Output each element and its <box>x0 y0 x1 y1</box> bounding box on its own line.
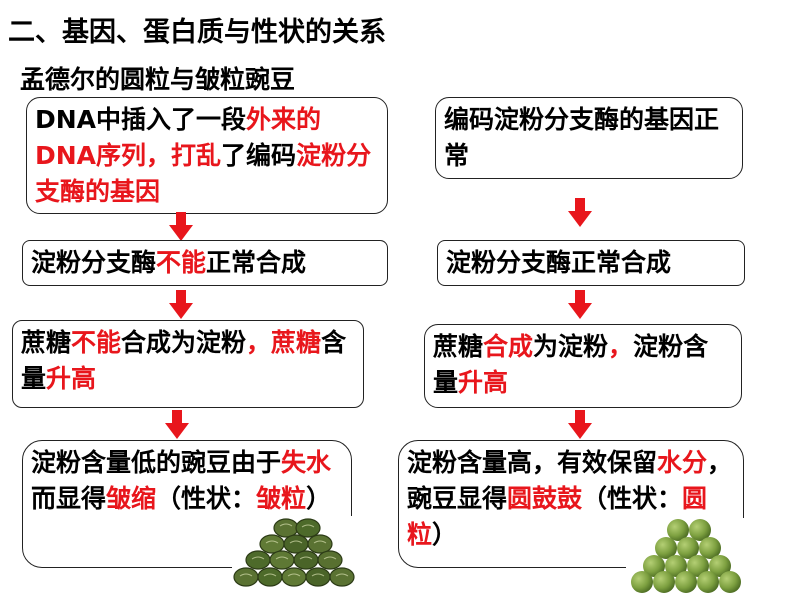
highlight-text: 合成 <box>483 332 534 361</box>
highlight-text: 皱缩 <box>106 484 157 513</box>
body-text: 合成为淀粉 <box>121 328 247 357</box>
highlight-text: ，蔗糖 <box>246 328 322 357</box>
body-text: 含量 <box>21 328 347 393</box>
body-text: 蔗糖 <box>21 328 72 357</box>
left-box-enzyme: 淀粉分支酶不能正常合成 <box>22 240 388 286</box>
left-box-sucrose: 蔗糖不能合成为淀粉，蔗糖含量升高 <box>12 320 364 408</box>
body-text: ，豌豆显得 <box>407 448 733 513</box>
highlight-text: 圆粒 <box>407 484 708 549</box>
right-box1-text: 编码淀粉分支酶的基因正常 <box>444 105 719 170</box>
body-text: （性状： <box>156 484 257 513</box>
slide-subtitle: 孟德尔的圆粒与皱粒豌豆 <box>20 65 296 94</box>
highlight-text: 外来的DNA序列 <box>35 105 322 170</box>
right-box-enzyme: 淀粉分支酶正常合成 <box>437 240 745 286</box>
highlight-text: 淀粉分支酶的基因 <box>35 141 372 206</box>
red-down-arrow-icon <box>568 410 592 439</box>
body-text: 为淀粉 <box>533 332 609 361</box>
highlight-text: ， <box>608 332 634 361</box>
left-box3-text: 蔗糖不能合成为淀粉，蔗糖含量升高 <box>21 328 346 393</box>
highlight-text: 水分 <box>657 448 708 477</box>
body-text: 而显得 <box>31 484 107 513</box>
body-text: 了编码 <box>221 141 297 170</box>
highlight-text: 皱粒 <box>256 484 307 513</box>
left-box-gene-disrupted: DNA中插入了一段外来的DNA序列，打乱了编码淀粉分支酶的基因 <box>26 97 388 214</box>
highlight-text: 不能 <box>156 248 207 277</box>
highlight-text: 升高 <box>46 364 97 393</box>
body-text: 淀粉含量 <box>433 332 709 397</box>
right-box3-text: 蔗糖合成为淀粉，淀粉含量升高 <box>433 332 708 397</box>
left-box2-text: 淀粉分支酶不能正常合成 <box>31 248 306 277</box>
body-text: （性状： <box>582 484 683 513</box>
body-text: DNA中插入了一段 <box>35 105 247 134</box>
round-peas-image <box>626 518 750 594</box>
highlight-text: 升高 <box>458 368 509 397</box>
body-text: 蔗糖 <box>433 332 484 361</box>
highlight-text: ，打乱 <box>146 141 222 170</box>
body-text: 编码淀粉分支酶的基因正常 <box>444 105 720 170</box>
slide-title: 二、基因、蛋白质与性状的关系 <box>8 17 386 48</box>
red-down-arrow-icon <box>568 198 592 227</box>
highlight-text: 不能 <box>71 328 122 357</box>
right-box2-text: 淀粉分支酶正常合成 <box>446 248 671 277</box>
red-down-arrow-icon <box>165 410 189 439</box>
body-text: 淀粉含量低的豌豆由于 <box>31 448 282 477</box>
highlight-text: 失水 <box>281 448 332 477</box>
body-text: 正常合成 <box>206 248 307 277</box>
body-text: 淀粉含量高，有效保留 <box>407 448 658 477</box>
left-box-wrinkled: 淀粉含量低的豌豆由于失水而显得皱缩（性状：皱粒） <box>22 440 352 568</box>
body-text: 淀粉分支酶 <box>31 248 157 277</box>
body-text: ） <box>432 520 458 549</box>
right-box-sucrose: 蔗糖合成为淀粉，淀粉含量升高 <box>424 324 742 408</box>
body-text: 淀粉分支酶正常合成 <box>446 248 672 277</box>
right-box4-text: 淀粉含量高，有效保留水分，豌豆显得圆鼓鼓（性状：圆粒） <box>407 448 732 549</box>
highlight-text: 圆鼓鼓 <box>507 484 583 513</box>
right-box-gene-normal: 编码淀粉分支酶的基因正常 <box>435 97 743 179</box>
left-box1-text: DNA中插入了一段外来的DNA序列，打乱了编码淀粉分支酶的基因 <box>35 105 371 206</box>
red-down-arrow-icon <box>169 290 193 319</box>
body-text: ） <box>306 484 332 513</box>
red-down-arrow-icon <box>169 212 193 241</box>
left-box4-text: 淀粉含量低的豌豆由于失水而显得皱缩（性状：皱粒） <box>31 448 331 513</box>
red-down-arrow-icon <box>568 290 592 319</box>
wrinkled-peas-image <box>232 516 360 592</box>
